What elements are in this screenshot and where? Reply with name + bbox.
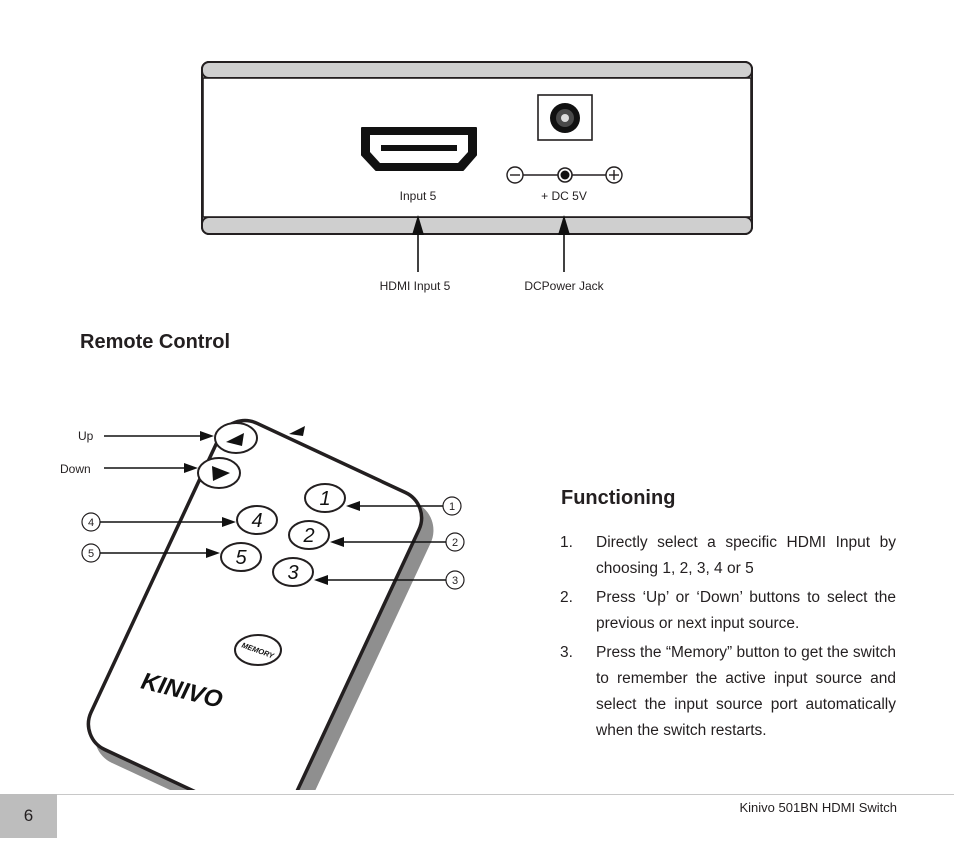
button-1: 1 (304, 483, 346, 513)
down-button (197, 457, 241, 489)
step-number: 3. (560, 644, 573, 661)
callout-2: 2 (330, 532, 465, 552)
up-arrow-icon (226, 433, 244, 446)
svg-text:1: 1 (449, 501, 455, 513)
down-arrow-icon (212, 466, 230, 481)
remote-diagram: 1 2 3 4 5 MEMORY KINIVO Up Down 4 (60, 418, 465, 790)
back-panel-diagram: Input 5 + DC 5V HDMI Input 5 DCPower Jac… (201, 61, 753, 293)
svg-text:Down: Down (60, 462, 91, 476)
svg-text:2: 2 (302, 525, 314, 547)
hdmi-port-icon (361, 127, 477, 171)
callout-5: 5 (81, 543, 220, 563)
remote-control-heading: Remote Control (80, 331, 230, 353)
svg-text:2: 2 (452, 537, 458, 549)
callout-arrow-dc (558, 215, 570, 272)
footer-doc-title: Kinivo 501BN HDMI Switch (739, 800, 898, 815)
svg-text:Up: Up (78, 429, 94, 443)
callout-down: Down (60, 462, 198, 476)
polarity-symbol (506, 166, 623, 184)
housing-bottom-edge (201, 216, 753, 235)
svg-text:3: 3 (452, 575, 458, 587)
memory-button: MEMORY (234, 634, 282, 666)
step-number: 2. (560, 589, 573, 606)
step-number: 1. (560, 534, 573, 551)
step-text: Press ‘Up’ or ‘Down’ buttons to select t… (596, 589, 896, 632)
callout-dc-label: DCPower Jack (524, 279, 604, 293)
callout-1: 1 (346, 496, 462, 516)
step-item: 1. Directly select a specific HDMI Input… (560, 530, 896, 582)
callout-hdmi-label: HDMI Input 5 (380, 279, 451, 293)
functioning-heading: Functioning (561, 487, 676, 509)
button-2: 2 (288, 520, 330, 550)
step-item: 2. Press ‘Up’ or ‘Down’ buttons to selec… (560, 585, 896, 637)
button-5: 5 (220, 542, 262, 572)
svg-text:4: 4 (88, 517, 94, 529)
functioning-steps: 1. Directly select a specific HDMI Input… (560, 530, 896, 747)
svg-text:5: 5 (235, 547, 247, 569)
remote-body (86, 418, 424, 790)
svg-text:4: 4 (251, 510, 262, 532)
callout-3: 3 (314, 570, 465, 590)
callout-4: 4 (81, 512, 236, 532)
step-text: Press the “Memory” button to get the swi… (596, 644, 896, 739)
footer-divider (0, 794, 954, 795)
step-item: 3. Press the “Memory” button to get the … (560, 640, 896, 744)
dc-jack-icon (537, 94, 593, 141)
svg-text:1: 1 (319, 488, 330, 510)
housing-top-edge (201, 61, 753, 79)
step-text: Directly select a specific HDMI Input by… (596, 534, 896, 577)
callout-arrow-hdmi (412, 215, 424, 272)
page-number: 6 (0, 794, 57, 838)
callout-up: Up (78, 429, 214, 443)
hdmi-port-label: Input 5 (400, 189, 437, 203)
button-4: 4 (236, 505, 278, 535)
up-button (214, 422, 258, 454)
ir-emitter-icon (289, 426, 305, 436)
svg-text:5: 5 (88, 548, 94, 560)
svg-text:3: 3 (287, 562, 298, 584)
button-3: 3 (272, 557, 314, 587)
dc-jack-label: + DC 5V (541, 189, 587, 203)
